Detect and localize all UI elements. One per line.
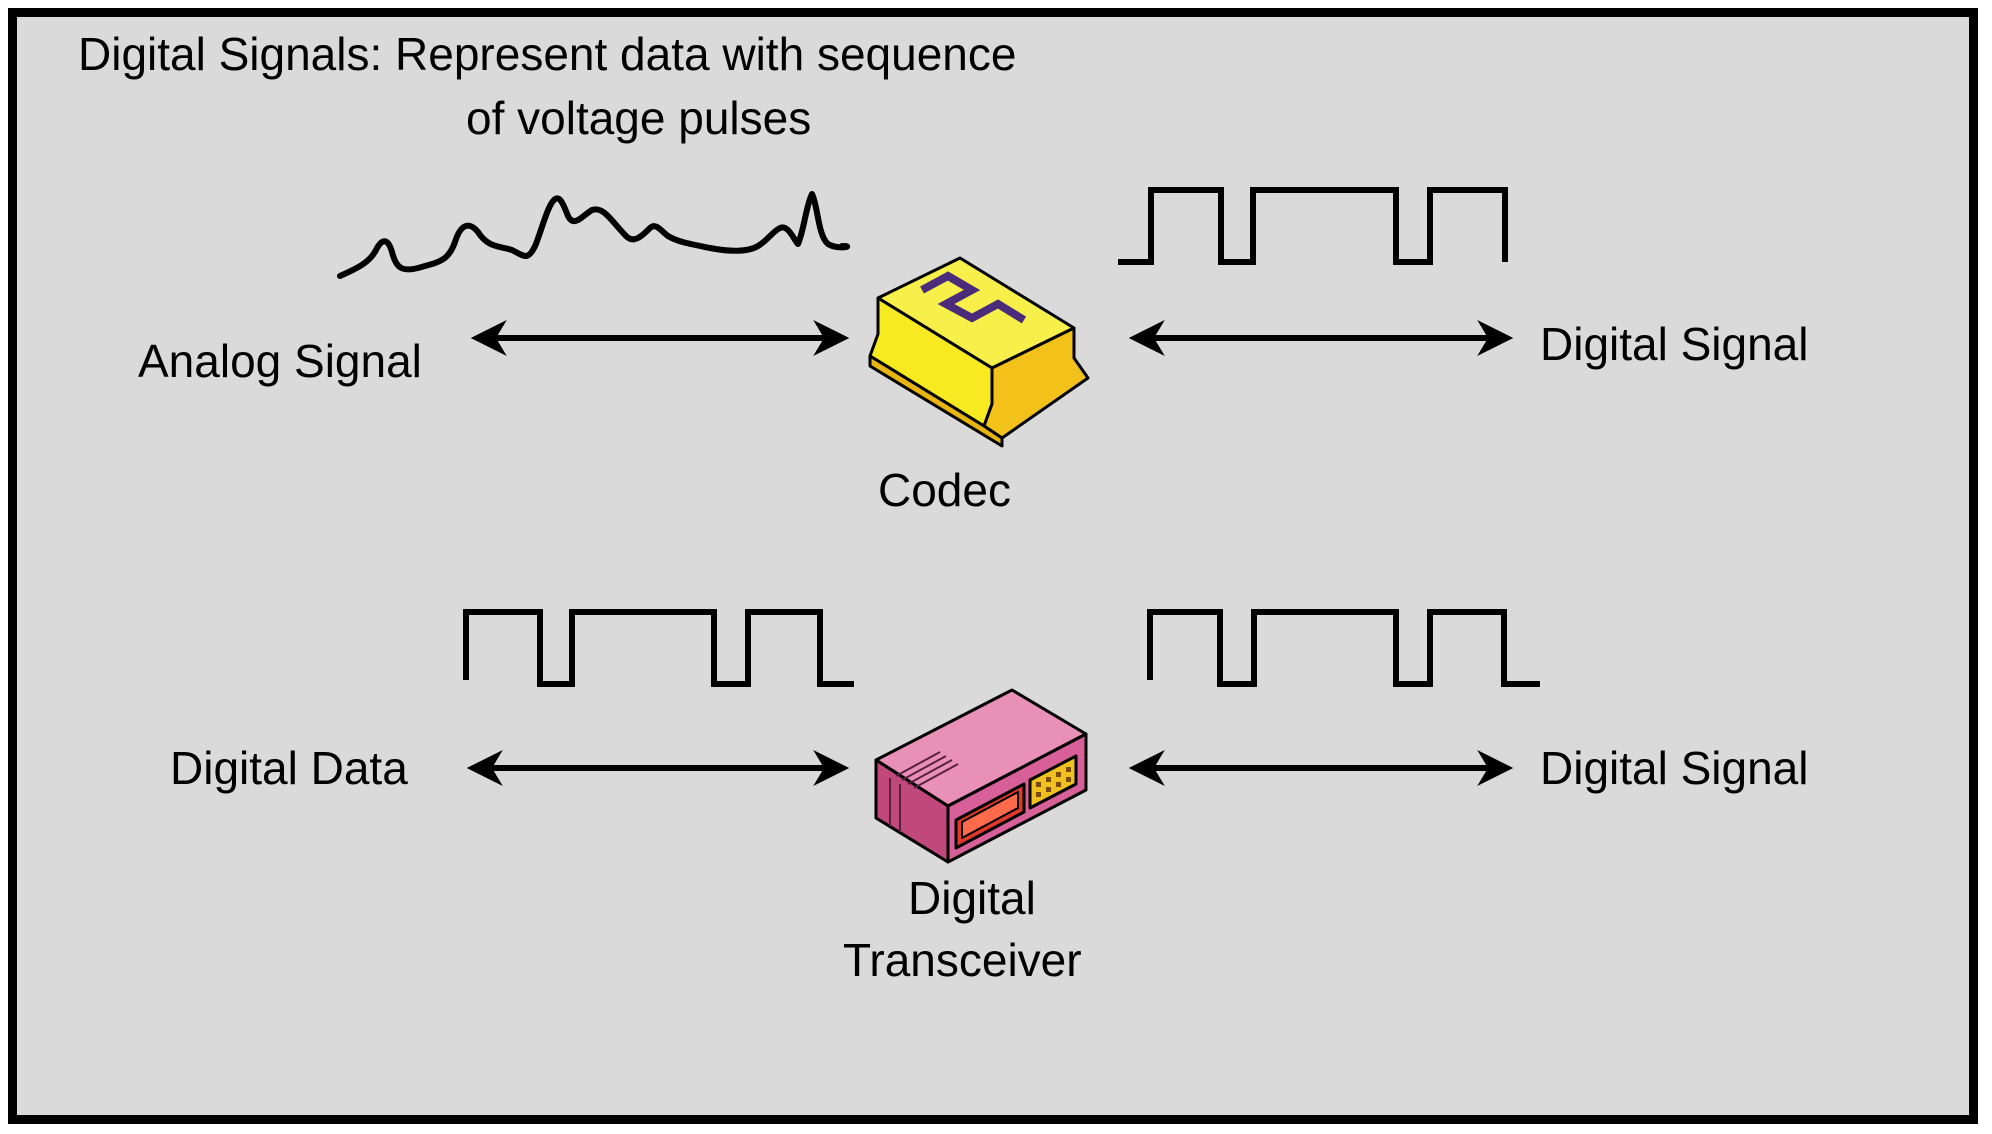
transceiver-label-line-1: Digital <box>908 872 1036 924</box>
diagram-background <box>17 17 1969 1115</box>
transceiver-icon <box>874 688 1088 864</box>
codec-icon <box>868 256 1090 448</box>
digital-data-label: Digital Data <box>170 742 408 794</box>
transceiver-label-line-2: Transceiver <box>843 934 1082 986</box>
analog-signal-label: Analog Signal <box>138 335 422 387</box>
analog-waveform <box>337 191 851 279</box>
codec-label: Codec <box>878 464 1011 516</box>
digital-pulse-train-bottom-right <box>1147 609 1540 687</box>
digital-pulse-train-bottom-left <box>463 609 854 687</box>
top-digital-signal-label: Digital Signal <box>1540 318 1808 370</box>
bottom-digital-signal-label: Digital Signal <box>1540 742 1808 794</box>
title-line-1: Digital Signals: Represent data with seq… <box>78 28 1016 80</box>
diagram-frame <box>8 8 1978 1124</box>
digital-pulse-train-top-right <box>1118 187 1508 265</box>
title-line-2: of voltage pulses <box>466 92 811 144</box>
